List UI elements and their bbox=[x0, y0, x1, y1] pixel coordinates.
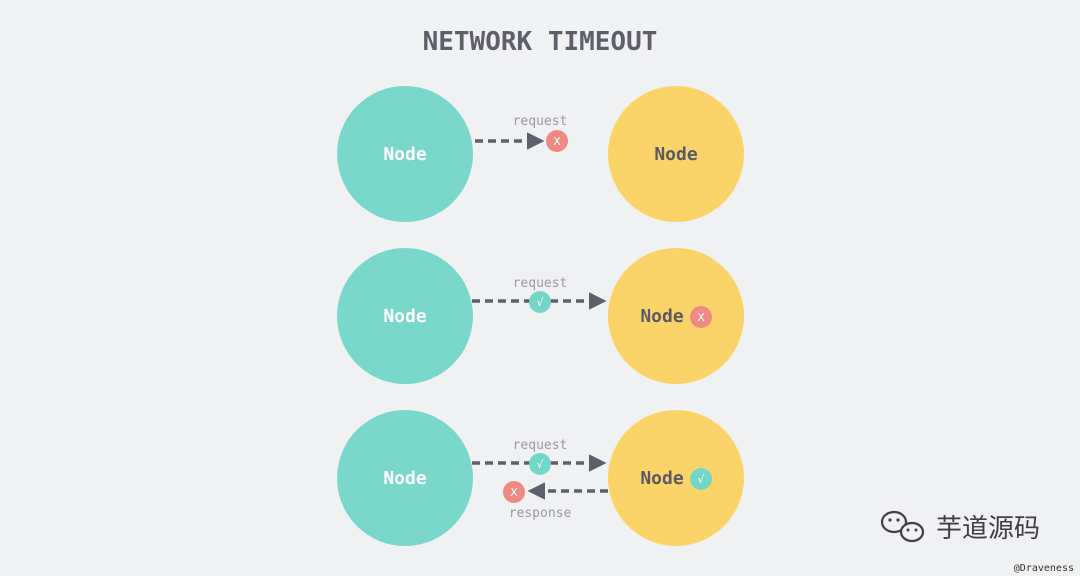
client-node-label: Node bbox=[383, 306, 427, 327]
request-label: request bbox=[513, 438, 568, 453]
server-node bbox=[608, 248, 744, 384]
client-node bbox=[337, 410, 473, 546]
failure-x-icon: X bbox=[546, 130, 568, 152]
server-node bbox=[608, 86, 744, 222]
server-status-badge: √ bbox=[697, 473, 705, 486]
server-node bbox=[608, 410, 744, 546]
row-request-lost: Node Node request X bbox=[337, 86, 744, 222]
request-status-badge: √ bbox=[536, 296, 544, 309]
client-node bbox=[337, 86, 473, 222]
request-status-badge: √ bbox=[536, 458, 544, 471]
watermark: 芋道源码 bbox=[880, 510, 1040, 544]
failure-x-icon: X bbox=[690, 306, 712, 328]
request-status-badge: X bbox=[553, 135, 561, 148]
client-node bbox=[337, 248, 473, 384]
response-status-badge: X bbox=[510, 486, 518, 499]
success-check-icon: √ bbox=[529, 291, 551, 313]
row-server-failure: Node Node X request √ bbox=[337, 248, 744, 384]
client-node-label: Node bbox=[383, 468, 427, 489]
diagram-title: NETWORK TIMEOUT bbox=[423, 27, 658, 57]
wechat-icon bbox=[880, 510, 925, 543]
request-label: request bbox=[513, 114, 568, 129]
server-node-label: Node bbox=[654, 144, 698, 165]
request-label: request bbox=[513, 276, 568, 291]
server-node-label: Node bbox=[640, 468, 684, 489]
success-check-icon: √ bbox=[529, 453, 551, 475]
client-node-label: Node bbox=[383, 144, 427, 165]
watermark-text: 芋道源码 bbox=[936, 514, 1040, 544]
failure-x-icon: X bbox=[503, 481, 525, 503]
server-status-badge: X bbox=[697, 311, 705, 324]
author-credit: @Draveness bbox=[1014, 563, 1074, 574]
server-node-label: Node bbox=[640, 306, 684, 327]
response-label: response bbox=[509, 506, 572, 521]
row-response-lost: Node Node √ request √ response X bbox=[337, 410, 744, 546]
success-check-icon: √ bbox=[690, 468, 712, 490]
